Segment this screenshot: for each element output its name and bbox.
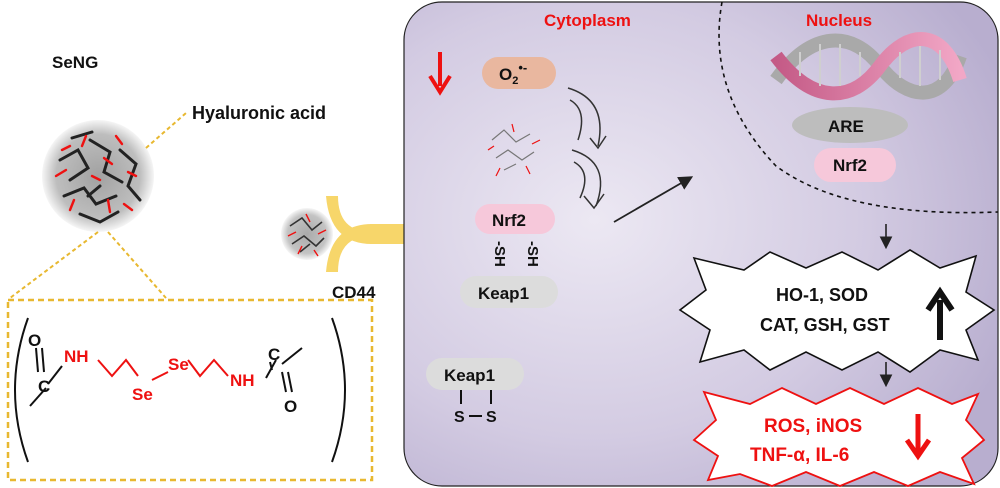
keap1-bound-label: Keap1: [478, 284, 529, 303]
are-label: ARE: [828, 117, 864, 136]
down-arrow-red-icon: [904, 414, 932, 461]
antioxidant-line2: CAT, GSH, GST: [760, 315, 890, 335]
sh-left-label: -SH: [491, 241, 508, 267]
nucleus-membrane: [718, 1, 999, 214]
struct-nh-right: NH: [230, 371, 255, 390]
nanogel-small-icon: [281, 208, 333, 260]
antioxidant-line1: HO-1, SOD: [776, 285, 868, 305]
nrf2-nuc-pill: [814, 148, 896, 182]
sh-right-label: -SH: [524, 241, 541, 267]
nrf2-cyto-label: Nrf2: [492, 211, 526, 230]
nucleus-label: Nucleus: [806, 11, 872, 30]
struct-o-left: O: [28, 331, 41, 350]
structure-box: [6, 298, 374, 482]
inflammatory-burst: [692, 386, 986, 487]
nrf2-cyto-pill: [475, 204, 555, 234]
are-element: [792, 107, 908, 143]
antioxidant-burst: [678, 249, 996, 373]
nrf2-nuc-label: Nrf2: [833, 156, 867, 175]
right-bracket: [331, 317, 346, 463]
inflammatory-line2: TNF-α, IL-6: [750, 445, 849, 466]
translocation-arrow: [613, 176, 694, 223]
inflammatory-line1: ROS, iNOS: [764, 416, 862, 437]
keap1-bound-pill: [460, 276, 558, 308]
left-bracket: [14, 317, 29, 463]
hyaluronic-acid-label: Hyaluronic acid: [192, 103, 326, 123]
struct-o-right: O: [284, 397, 297, 416]
keap1-free-pill: [426, 358, 524, 390]
nanogel-large-icon: [42, 120, 154, 232]
nanogel-cyto-icon: [487, 123, 541, 177]
seng-title: SeNG: [52, 53, 98, 72]
cd44-receptor-icon: [326, 196, 406, 272]
struct-nh-left: NH: [64, 347, 89, 366]
superoxide-pill: [482, 57, 556, 89]
cd44-label: CD44: [332, 283, 376, 302]
s-left-label: S: [454, 409, 465, 426]
keap1-free-label: Keap1: [444, 366, 495, 385]
struct-se-right: Se: [168, 355, 189, 374]
cytoplasm-label: Cytoplasm: [544, 11, 631, 30]
struct-c-right: C: [268, 345, 280, 364]
struct-c-left: C: [38, 377, 50, 396]
struct-se-left: Se: [132, 385, 153, 404]
superoxide-label: O2•-: [499, 60, 527, 87]
redox-cycle-arrows: [567, 87, 607, 210]
s-right-label: S: [486, 409, 497, 426]
dna-helix-icon: [770, 32, 967, 101]
down-arrow-icon: [428, 52, 452, 96]
up-arrow-icon: [925, 286, 955, 340]
